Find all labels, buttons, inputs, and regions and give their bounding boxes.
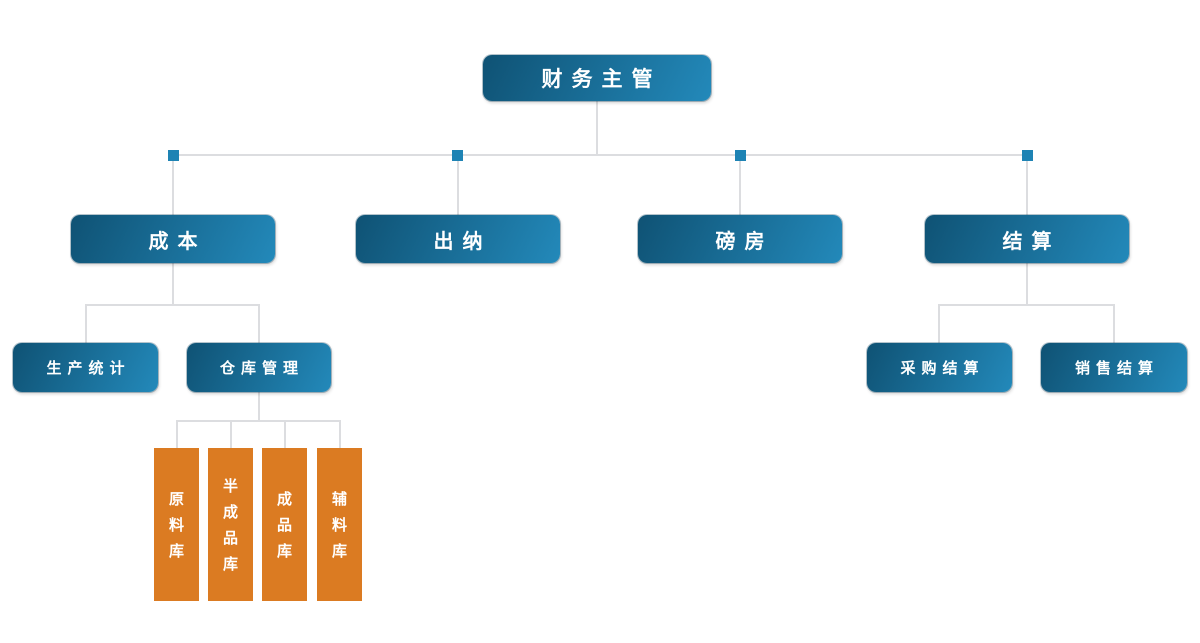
node-semi-finished-warehouse: 半成品库 xyxy=(208,448,253,601)
connector-drop-sales-settlement xyxy=(1113,304,1115,343)
node-warehouse-management: 仓库管理 xyxy=(187,343,331,392)
node-label: 仓库管理 xyxy=(219,359,304,377)
junction-marker xyxy=(735,150,746,161)
connector-cost-down xyxy=(172,263,174,304)
node-finance-director: 财务主管 xyxy=(483,55,711,101)
connector-drop-raw-material xyxy=(176,420,178,448)
node-label: 销售结算 xyxy=(1074,359,1159,377)
node-label: 生产统计 xyxy=(46,359,131,377)
node-purchase-settlement: 采购结算 xyxy=(867,343,1012,392)
node-cost: 成本 xyxy=(71,215,275,263)
junction-marker xyxy=(1022,150,1033,161)
connector-drop-cost xyxy=(172,155,174,215)
node-label: 半成品库 xyxy=(221,478,239,582)
connector-warehouse-down xyxy=(258,392,260,420)
connector-drop-semi-finished xyxy=(230,420,232,448)
node-label: 成品库 xyxy=(275,491,293,569)
node-label: 结算 xyxy=(1002,228,1061,253)
node-label: 财务主管 xyxy=(541,67,662,91)
node-production-stats: 生产统计 xyxy=(13,343,158,392)
node-cashier: 出纳 xyxy=(356,215,560,263)
node-finished-goods-warehouse: 成品库 xyxy=(262,448,307,601)
connector-cost-rail xyxy=(85,304,259,306)
node-weighbridge: 磅房 xyxy=(638,215,842,263)
node-label: 成本 xyxy=(148,228,207,253)
junction-marker xyxy=(168,150,179,161)
node-label: 辅料库 xyxy=(330,491,348,569)
connector-drop-finished-goods xyxy=(284,420,286,448)
node-label: 原料库 xyxy=(167,491,185,569)
node-settlement: 结算 xyxy=(925,215,1129,263)
node-sales-settlement: 销售结算 xyxy=(1041,343,1187,392)
connector-drop-cashier xyxy=(457,155,459,215)
node-label: 磅房 xyxy=(715,228,774,253)
connector-top-rail xyxy=(173,154,1029,156)
connector-drop-auxiliary-material xyxy=(339,420,341,448)
connector-settlement-rail xyxy=(938,304,1114,306)
connector-warehouse-rail xyxy=(176,420,340,422)
connector-root-drop xyxy=(596,101,598,154)
node-raw-material-warehouse: 原料库 xyxy=(154,448,199,601)
connector-drop-production-stats xyxy=(85,304,87,343)
node-label: 出纳 xyxy=(433,228,492,253)
node-auxiliary-material-warehouse: 辅料库 xyxy=(317,448,362,601)
connector-settlement-down xyxy=(1026,263,1028,304)
connector-drop-settlement xyxy=(1026,155,1028,215)
connector-drop-weighbridge xyxy=(739,155,741,215)
connector-drop-purchase-settlement xyxy=(938,304,940,343)
node-label: 采购结算 xyxy=(900,359,985,377)
connector-drop-warehouse-management xyxy=(258,304,260,343)
junction-marker xyxy=(452,150,463,161)
